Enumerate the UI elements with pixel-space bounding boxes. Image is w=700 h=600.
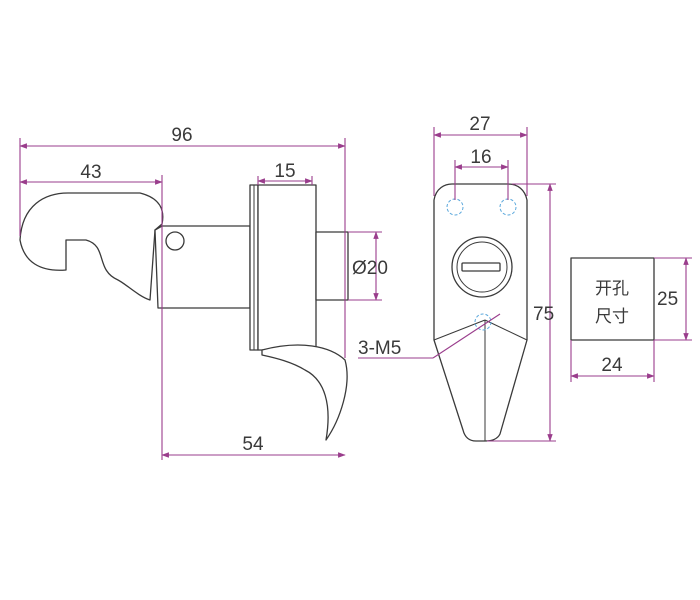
cutout-rectangle: [570, 257, 655, 341]
hook-handle: [19, 192, 164, 301]
cutout-view: 开孔 尺寸 25 24: [570, 257, 692, 382]
front-body: [433, 183, 528, 442]
cutout-label-line2: 尺寸: [595, 307, 629, 327]
flange-thickness-label: 15: [274, 161, 295, 182]
key-slot: [461, 262, 501, 272]
base-length-label: 54: [242, 434, 264, 455]
front-view-dimensions: 27 16 75 3-M5: [358, 114, 556, 442]
mounting-hole-bottom: [474, 313, 492, 331]
thread-callout-label: 3-M5: [358, 338, 401, 359]
side-view: [19, 184, 349, 441]
housing: [257, 184, 317, 351]
pivot-bolt: [165, 231, 185, 251]
hook-length-label: 43: [80, 162, 101, 183]
lock-cylinder-inner: [456, 241, 508, 293]
side-view-dimensions: 96 43 15 Ø20 54: [19, 125, 388, 460]
cutout-width-label: 24: [601, 355, 623, 376]
width-label: 27: [469, 114, 490, 135]
shaft: [315, 231, 349, 301]
front-view: [433, 183, 528, 442]
cutout-height-label: 25: [657, 289, 678, 310]
height-label: 75: [533, 304, 554, 325]
catch-tongue: [261, 344, 348, 441]
shaft-diameter-label: Ø20: [352, 258, 388, 279]
overall-length-label: 96: [171, 125, 192, 146]
hole-spacing-label: 16: [470, 147, 491, 168]
cutout-label-line1: 开孔: [595, 279, 629, 299]
